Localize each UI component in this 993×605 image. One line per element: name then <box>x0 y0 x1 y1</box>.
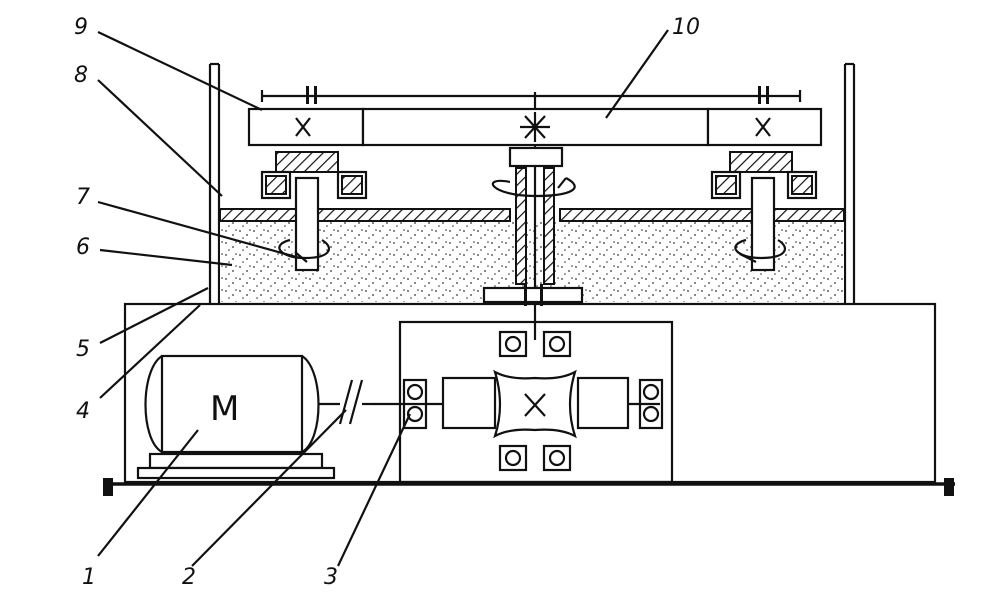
gear-unit <box>372 369 660 439</box>
right-spindle <box>710 151 818 272</box>
callout-10: 10 <box>672 15 700 40</box>
callout-8: 8 <box>74 63 88 88</box>
leader-lines <box>97 29 669 567</box>
callout-2: 2 <box>182 565 196 590</box>
callout-6: 6 <box>76 235 90 260</box>
callout-labels: 9 8 7 6 5 4 10 1 2 3 <box>74 15 700 590</box>
callout-4: 4 <box>76 399 90 424</box>
bearings <box>402 330 664 472</box>
coupling <box>318 379 372 425</box>
base-floor <box>103 478 955 496</box>
motor-label: M <box>210 389 239 429</box>
central-shaft <box>482 92 584 340</box>
callout-3: 3 <box>324 565 338 590</box>
callout-1: 1 <box>82 565 96 590</box>
rotor-bar <box>247 86 823 147</box>
motor: M <box>136 354 336 480</box>
callout-9: 9 <box>74 15 88 40</box>
left-spindle <box>260 151 368 272</box>
callout-7: 7 <box>76 185 90 210</box>
callout-5: 5 <box>76 337 90 362</box>
